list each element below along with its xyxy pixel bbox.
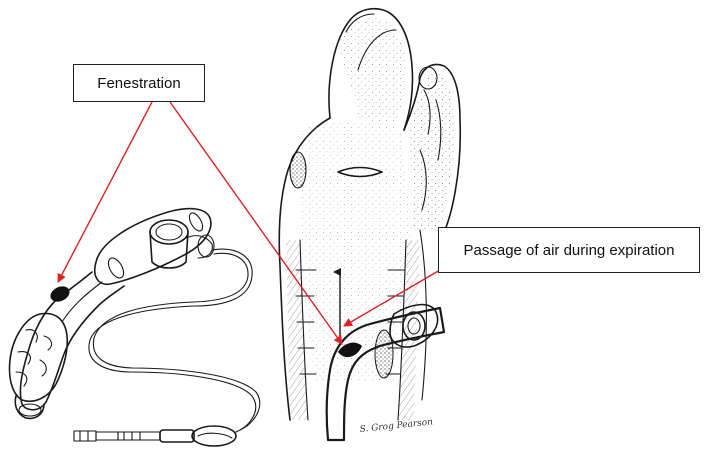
pilot-line	[89, 249, 256, 432]
pilot-valve	[160, 430, 194, 442]
fenestration-label: Fenestration	[73, 64, 205, 102]
larynx-trachea-illustration: S. Grog Pearson	[279, 9, 460, 440]
illustrator-signature: S. Grog Pearson	[359, 417, 433, 435]
fenestration-hole	[48, 283, 72, 304]
air-passage-label-text: Passage of air during expiration	[464, 242, 675, 259]
tube-cuff	[10, 314, 68, 402]
air-passage-label: Passage of air during expiration	[438, 227, 700, 273]
tracheostomy-tube-illustration	[10, 209, 260, 446]
ventricle-left	[290, 152, 306, 188]
arrow-fenestration-to-tube	[58, 102, 152, 282]
fenestration-label-text: Fenestration	[97, 75, 180, 92]
